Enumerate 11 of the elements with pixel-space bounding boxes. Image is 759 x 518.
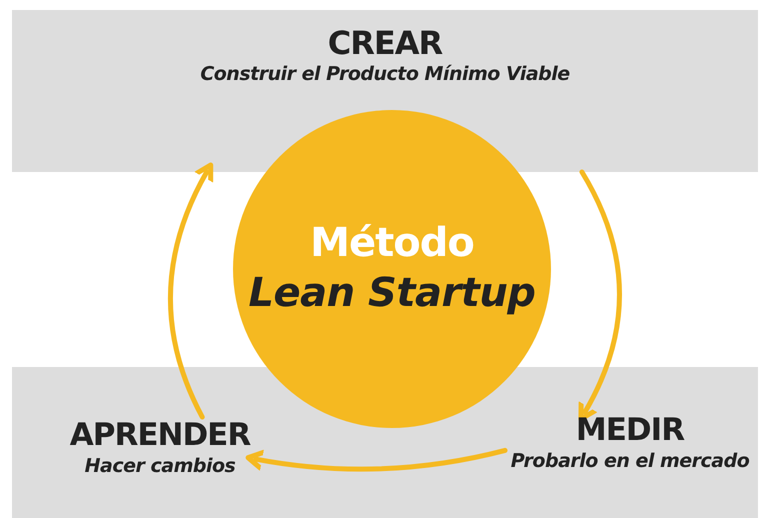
stage-title: CREAR [328, 24, 442, 62]
curved-arrow [168, 162, 214, 420]
curved-arrow [246, 448, 508, 472]
stage-description: Hacer cambios [84, 454, 236, 479]
stage-title: MEDIR [576, 412, 684, 450]
stage-description: Probarlo en el mercado [510, 449, 750, 474]
stage-title: APRENDER [70, 417, 250, 454]
stage-description: Construir el Producto Mínimo Viable [200, 62, 570, 88]
stage-band [12, 10, 758, 172]
circle-title: Método [310, 219, 474, 267]
circle-subtitle: Lean Startup [248, 269, 536, 318]
